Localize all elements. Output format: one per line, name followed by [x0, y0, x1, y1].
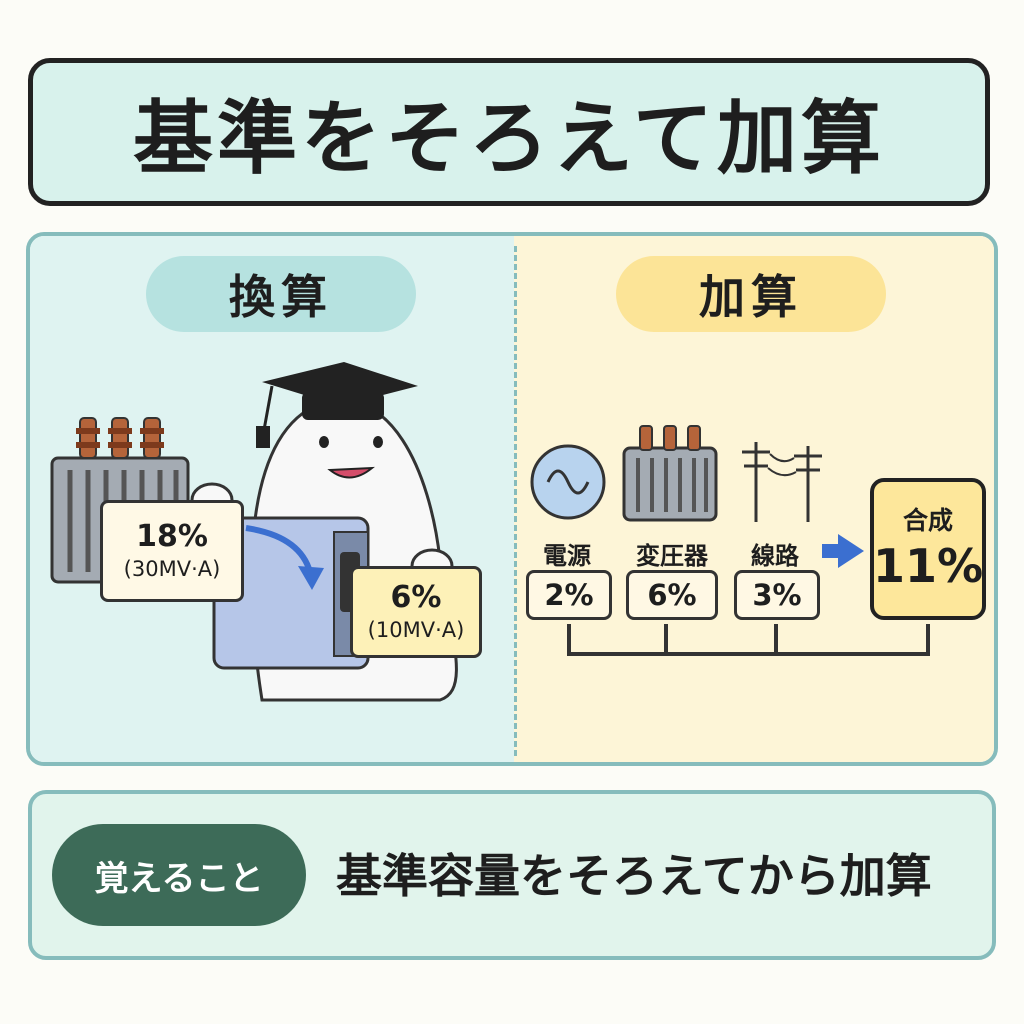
- power-source-value: 2%: [526, 570, 612, 620]
- power-line-value: 3%: [734, 570, 820, 620]
- convert-heading: 換算: [146, 256, 416, 332]
- after-capacity: (10MV·A): [367, 618, 465, 642]
- power-line-label: 線路: [751, 542, 799, 570]
- result-arrow-icon: [822, 534, 864, 568]
- transformer-icon: [622, 425, 718, 522]
- combined-result-box: 合成 11%: [870, 478, 986, 620]
- sum-bracket: [567, 624, 930, 656]
- power-line-icon: [742, 442, 822, 522]
- after-value-card: 6% (10MV·A): [350, 566, 482, 658]
- transformer-value: 6%: [626, 570, 718, 620]
- add-heading: 加算: [616, 256, 886, 332]
- title-banner: 基準をそろえて加算: [28, 58, 990, 206]
- combined-label: 合成: [902, 506, 953, 535]
- before-capacity: (30MV·A): [123, 557, 221, 581]
- graduation-cap-icon: [256, 362, 418, 448]
- page-title: 基準をそろえて加算: [133, 92, 885, 185]
- section-divider: [514, 246, 517, 756]
- power-source-icon: [530, 444, 606, 520]
- after-percent: 6%: [390, 580, 442, 615]
- before-percent: 18%: [136, 519, 208, 554]
- memo-text: 基準容量をそろえてから加算: [336, 849, 932, 903]
- before-value-card: 18% (30MV·A): [100, 500, 244, 602]
- memo-label: 覚えること: [52, 824, 306, 926]
- power-source-label: 電源: [543, 542, 591, 570]
- conversion-arrow-icon: [245, 525, 324, 590]
- transformer-label: 変圧器: [636, 542, 708, 570]
- combined-value: 11%: [872, 539, 984, 593]
